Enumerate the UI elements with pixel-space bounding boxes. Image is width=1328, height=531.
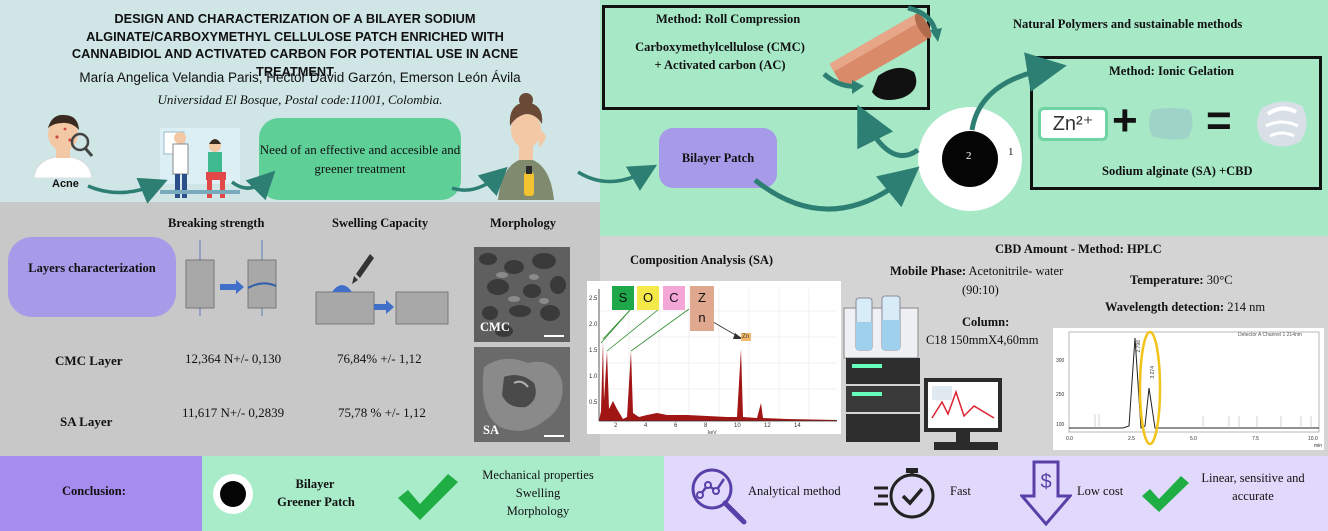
sem-sa-label: SA [483,423,499,437]
sa-layer-label: SA Layer [60,414,113,429]
sa-breaking-value: 11,617 N+/- 0,2839 [182,405,285,420]
roll-compression-title: Method: Roll Compression [656,12,801,26]
morphology-header: Morphology [490,216,556,230]
analytical-method-label: Analytical method [748,484,841,498]
bilayer-greener-line2: Greener Patch [277,495,355,509]
swelling-capacity-header: Swelling Capacity [332,216,429,230]
hplc-chromatogram-chart [1053,328,1324,450]
plus-sign: + [1112,96,1138,145]
element-swatch-s: S [612,286,634,310]
fast-label: Fast [950,484,971,498]
sem-cmc-label: CMC [480,320,510,334]
property-swelling: Swelling [515,486,561,500]
doctor-consult-illustration [160,128,240,198]
bilayer-greener-line1: Bilayer [295,477,335,491]
element-swatch-o: O [637,286,659,310]
swelling-capacity-diagram [315,254,449,325]
roller-illustration [822,5,942,100]
composition-title: Composition Analysis (SA) [630,253,774,267]
conclusion-label-panel [0,456,202,531]
disc-label-2: 2 [966,150,972,162]
column-value: C18 150mmX4,60mm [926,333,1039,347]
column-label: Column: [962,315,1010,329]
analytical-method-icon [691,468,747,525]
intro-flow-arrows [87,164,658,204]
conclusion-label: Conclusion: [62,484,126,498]
sodium-alginate-blob-icon [1149,108,1193,140]
low-cost-label: Low cost [1077,484,1124,498]
layers-characterization-label: Layers characterization [28,261,156,275]
zinc-ion-label: Zn²⁺ [1052,113,1094,135]
roll-compression-line2: + Activated carbon (AC) [654,58,786,72]
chromatogram-peak2-label: 3.274 [1150,366,1156,379]
sa-swelling-value: 75,78 % +/- 1,12 [338,405,426,420]
disc-label-1: 1 [1008,146,1014,158]
eds-y-ticks: 2.5 2.0 1.5 1.0 0.5 [589,296,598,406]
sem-sa-image [474,347,570,442]
property-morphology: Morphology [506,504,570,518]
equals-sign: = [1206,96,1232,145]
roll-compression-line1: Carboxymethylcellulose (CMC) [635,40,805,54]
need-treatment-pill: Need of an effective and accesible and g… [259,118,461,200]
acne-person-illustration [33,114,94,178]
cmc-breaking-value: 12,364 N+/- 0,130 [185,351,282,366]
zinc-ion-badge: Zn²⁺ [1038,107,1108,141]
checkmark-icon-2 [1142,476,1189,512]
mobile-phase-line: Mobile Phase: Acetonitrile- water [890,264,1064,278]
eds-x-unit: keV [708,430,717,436]
bilayer-disc-small-icon [213,474,253,514]
element-swatch-c: C [663,286,685,310]
hplc-title: CBD Amount - Method: HPLC [995,242,1162,256]
poster-authors: María Angelica Velandia Paris, Hector Da… [79,70,521,85]
stopwatch-check-icon [874,468,935,519]
breaking-strength-diagram [185,240,277,316]
temperature-line: Temperature: 30°C [1130,273,1233,287]
breaking-strength-header: Breaking strength [168,216,265,230]
sem-cmc-image [474,247,570,342]
property-mechanical: Mechanical properties [482,468,594,482]
low-cost-icon: $ [1020,460,1072,526]
poster-affiliation: Universidad El Bosque, Postal code:11001… [157,92,443,107]
chromatogram-x-unit: min [1314,443,1323,449]
cmc-swelling-value: 76,84% +/- 1,12 [337,351,422,366]
conclusion-hplc-panel [664,456,1328,531]
element-swatch-zn: Z n [690,286,714,331]
checkmark-icon [398,474,458,520]
ionic-gelation-caption: Sodium alginate (SA) +CBD [1102,164,1253,178]
cmc-layer-label: CMC Layer [55,353,123,368]
hplc-equipment-illustration [843,295,1002,450]
linear-sensitive-line1: Linear, sensitive and [1201,471,1305,485]
ionic-gelation-title: Method: Ionic Gelation [1109,64,1234,78]
layers-characterization-pill: Layers characterization [8,237,176,317]
chromatogram-peak1-label: 2.796 [1136,340,1142,353]
acne-label: Acne [52,178,79,190]
conclusion-properties: Mechanical properties Swelling Morpholog… [470,466,606,520]
eds-zn-peak-label: Zn [742,334,750,340]
svg-text:$: $ [1040,471,1051,493]
need-treatment-text: Need of an effective and accesible and g… [259,142,461,176]
hydrogel-blob-icon [1257,101,1307,147]
natural-polymers-title: Natural Polymers and sustainable methods [1013,17,1243,31]
woman-applying-patch-illustration [498,93,554,200]
poster-title: DESIGN AND CHARACTERIZATION OF A BILAYER… [71,11,519,79]
chromatogram-header: Detector A Channel 1 214nm [1238,332,1302,338]
mobile-phase-ratio: (90:10) [962,283,999,297]
bilayer-patch-pill: Bilayer Patch [659,128,777,188]
methods-flow-arrows [753,52,1067,212]
bilayer-disc-icon [918,107,1022,211]
linear-sensitive-line2: accurate [1232,489,1274,503]
wavelength-line: Wavelength detection: 214 nm [1105,300,1266,314]
bilayer-patch-label: Bilayer Patch [681,151,755,165]
